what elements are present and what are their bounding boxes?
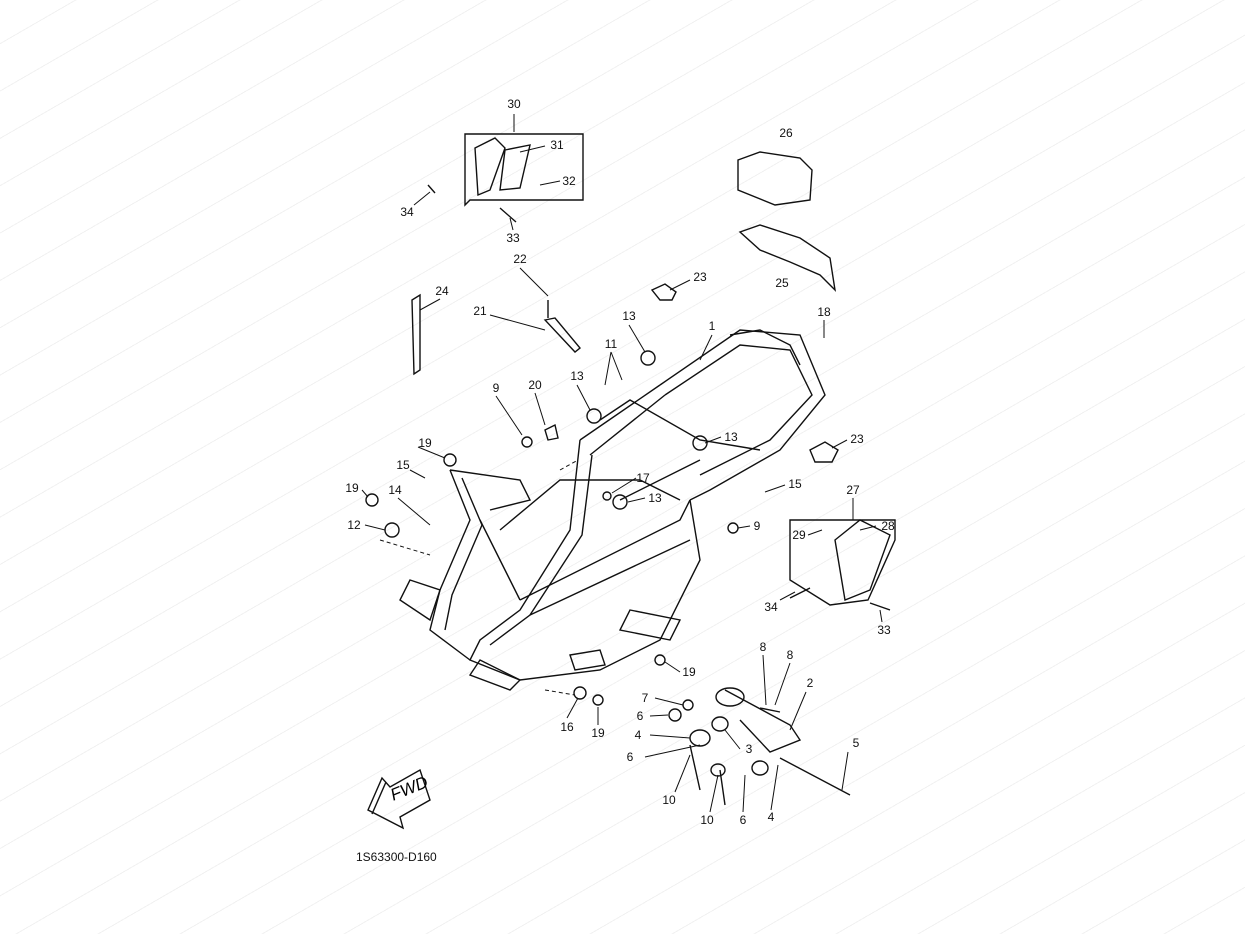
callout-number: 9 bbox=[753, 519, 761, 533]
callout-number: 33 bbox=[877, 623, 891, 637]
callout-number: 22 bbox=[513, 252, 527, 266]
cover-25 bbox=[738, 224, 837, 293]
callout-number: 34 bbox=[764, 600, 778, 614]
callout-number: 15 bbox=[396, 458, 410, 472]
callout-number: 13 bbox=[724, 430, 738, 444]
callout-number: 13 bbox=[570, 369, 584, 383]
callout-number: 24 bbox=[435, 284, 449, 298]
footrest-right bbox=[834, 519, 891, 601]
callout-number: 30 bbox=[507, 97, 521, 111]
callout-number: 9 bbox=[492, 381, 500, 395]
callout-number: 2 bbox=[806, 676, 814, 690]
link-parts bbox=[573, 654, 851, 806]
callout-number: 11 bbox=[604, 337, 618, 351]
main-frame bbox=[399, 329, 826, 691]
callout-number: 20 bbox=[528, 378, 542, 392]
footrest-left bbox=[474, 137, 531, 197]
callout-number: 27 bbox=[846, 483, 860, 497]
small-parts bbox=[365, 184, 891, 611]
callout-number: 23 bbox=[850, 432, 864, 446]
callout-number: 19 bbox=[418, 436, 432, 450]
callout-number: 3 bbox=[745, 742, 753, 756]
drawing-code: 1S63300-D160 bbox=[356, 850, 437, 864]
callout-number: 6 bbox=[636, 709, 644, 723]
callout-number: 8 bbox=[759, 640, 767, 654]
callout-number: 34 bbox=[400, 205, 414, 219]
callout-number: 7 bbox=[641, 691, 649, 705]
callout-number: 8 bbox=[786, 648, 794, 662]
callout-number: 17 bbox=[636, 471, 650, 485]
fwd-arrow-icon bbox=[367, 768, 431, 830]
callout-number: 32 bbox=[562, 174, 576, 188]
callout-number: 33 bbox=[506, 231, 520, 245]
callout-number: 10 bbox=[662, 793, 676, 807]
callout-number: 19 bbox=[591, 726, 605, 740]
callout-number: 19 bbox=[682, 665, 696, 679]
callout-number: 13 bbox=[622, 309, 636, 323]
callout-number: 1 bbox=[708, 319, 716, 333]
callout-number: 14 bbox=[388, 483, 402, 497]
callout-number: 26 bbox=[779, 126, 793, 140]
callout-number: 21 bbox=[473, 304, 487, 318]
callout-number: 23 bbox=[693, 270, 707, 284]
callout-number: 5 bbox=[852, 736, 860, 750]
callout-number: 18 bbox=[817, 305, 831, 319]
callout-number: 6 bbox=[626, 750, 634, 764]
callout-number: 31 bbox=[550, 138, 564, 152]
callout-number: 25 bbox=[775, 276, 789, 290]
leader-lines bbox=[361, 114, 883, 813]
callout-number: 16 bbox=[560, 720, 574, 734]
callout-number: 15 bbox=[788, 477, 802, 491]
callout-number: 10 bbox=[700, 813, 714, 827]
group-box-30 bbox=[464, 133, 584, 207]
callout-number: 4 bbox=[634, 728, 642, 742]
callout-number: 4 bbox=[767, 810, 775, 824]
callout-number: 12 bbox=[347, 518, 361, 532]
strap-24 bbox=[411, 293, 421, 376]
callout-number: 29 bbox=[792, 528, 806, 542]
callout-number: 13 bbox=[648, 491, 662, 505]
callout-number: 6 bbox=[739, 813, 747, 827]
cover-26 bbox=[737, 151, 813, 206]
callout-number: 19 bbox=[345, 481, 359, 495]
callout-number: 28 bbox=[881, 519, 895, 533]
group-box-27 bbox=[789, 519, 896, 606]
